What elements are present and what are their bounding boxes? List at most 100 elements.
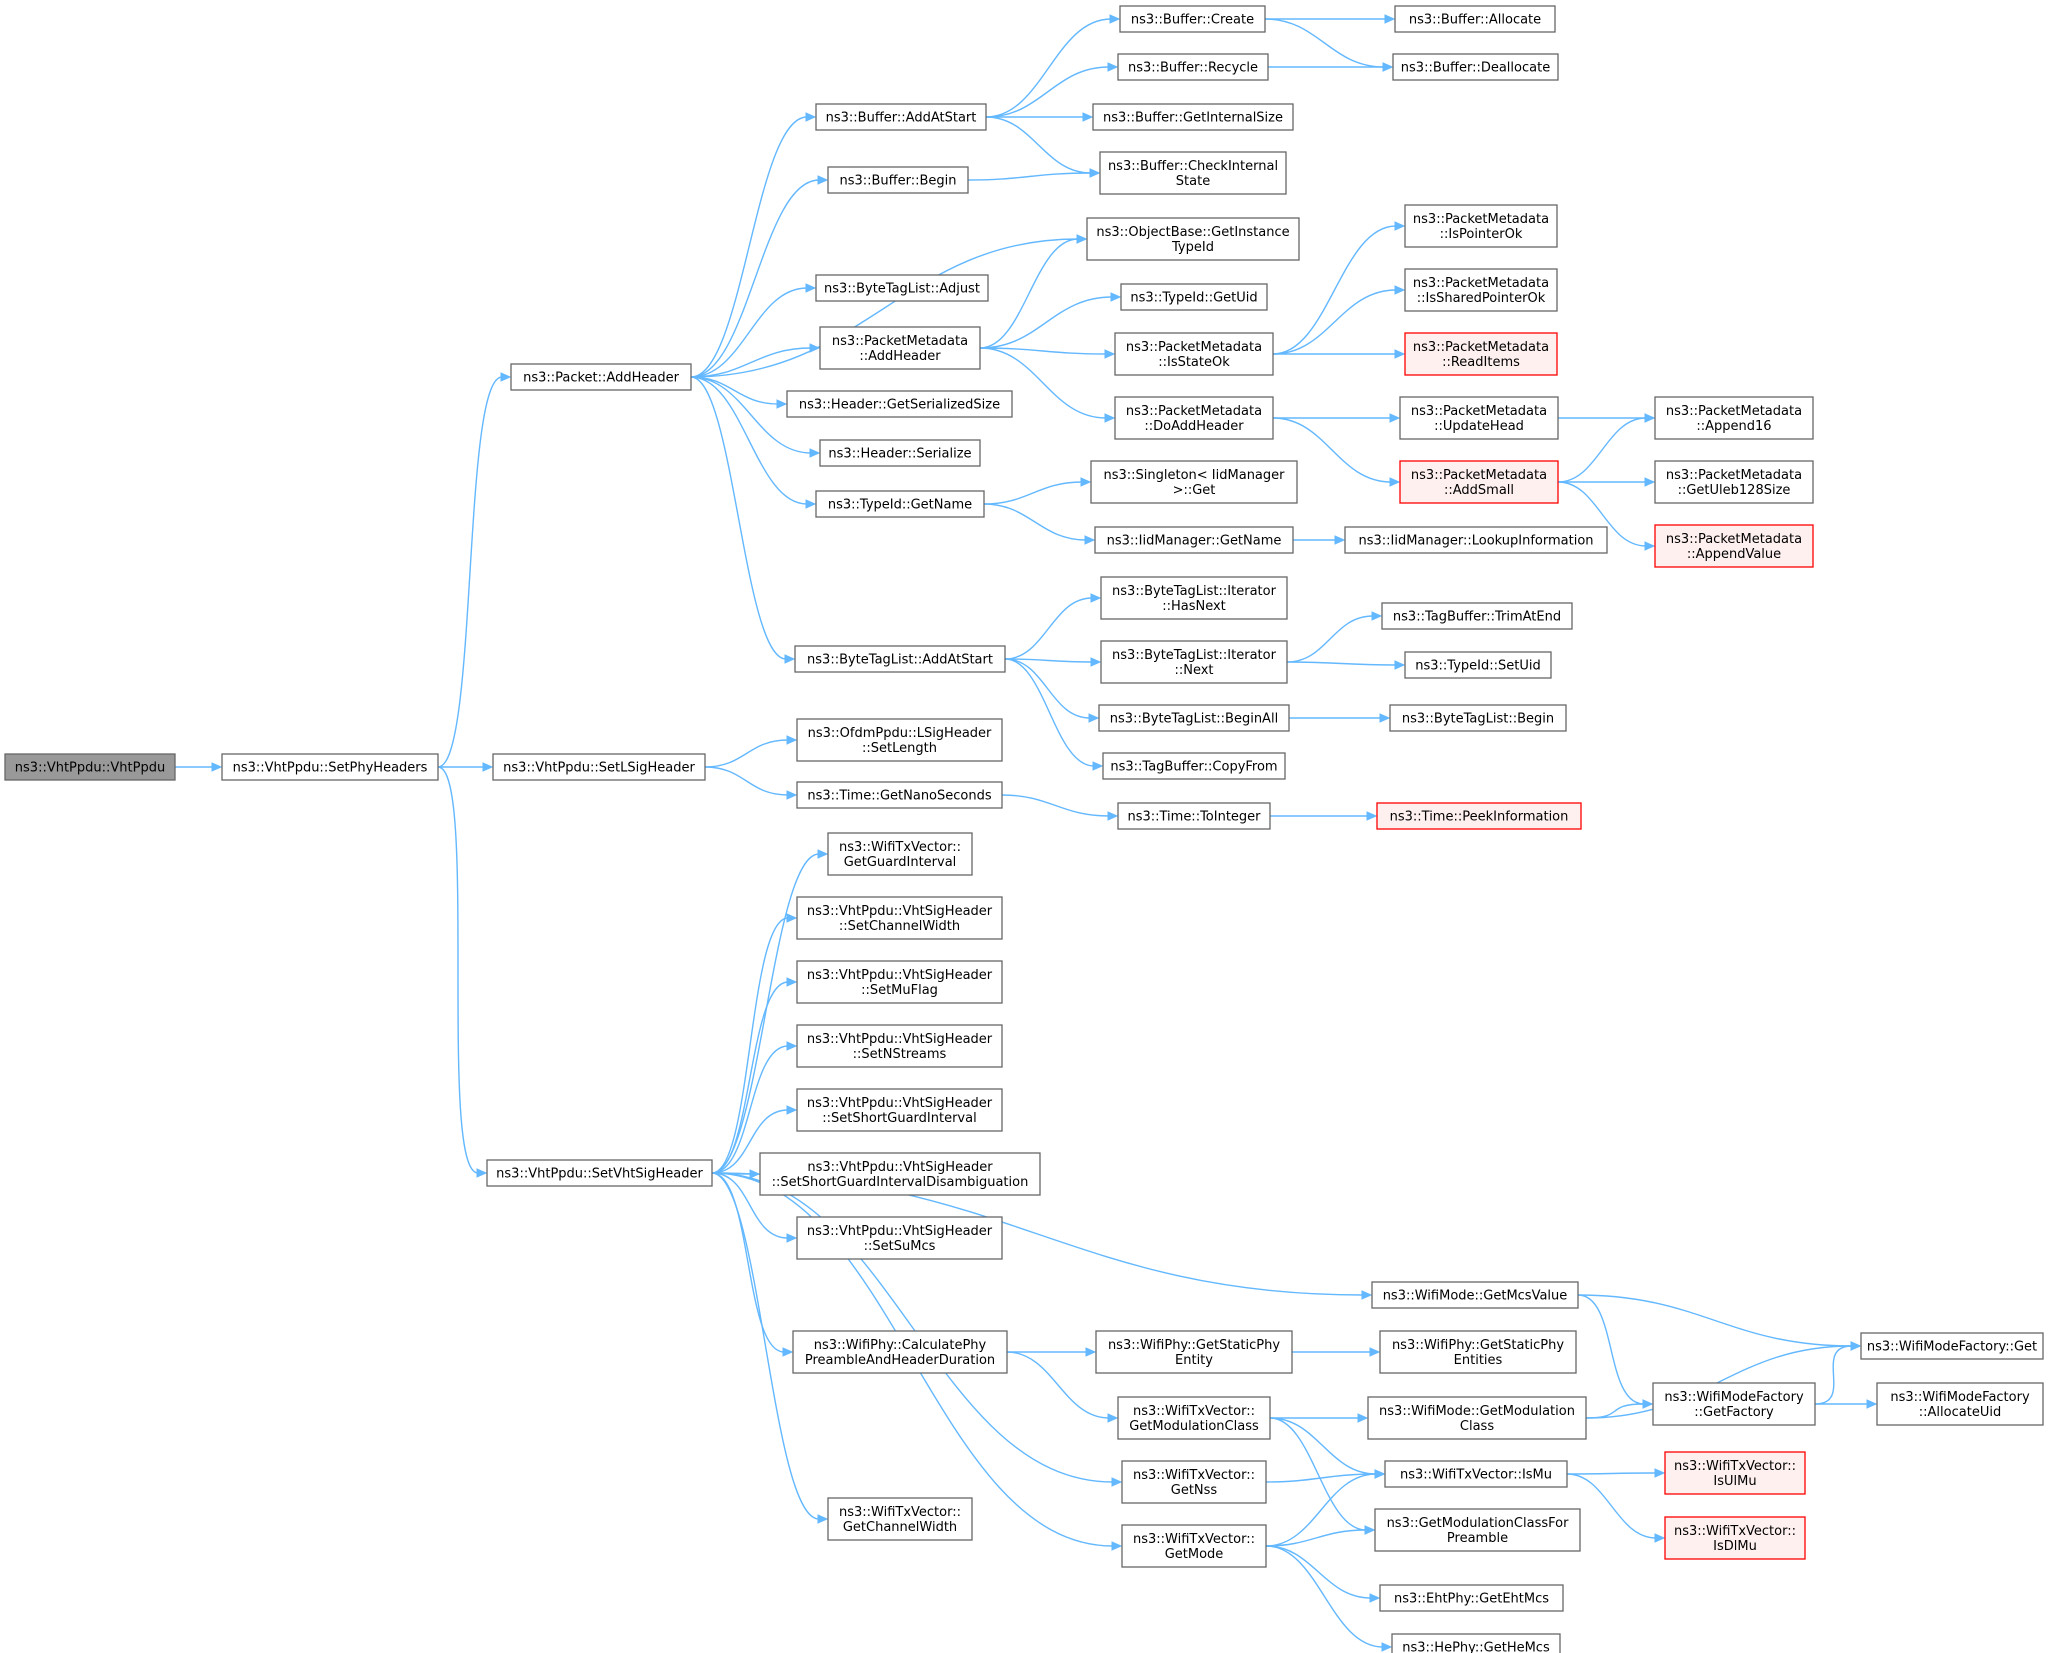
function-node-singleton_get[interactable]: ns3::Singleton< IidManager>::Get <box>1090 460 1298 504</box>
function-node-time_tointeger[interactable]: ns3::Time::ToInteger <box>1117 802 1271 830</box>
function-node-wmf_allocateuid[interactable]: ns3::WifiModeFactory::AllocateUid <box>1876 1382 2044 1426</box>
function-node-btl_it_next[interactable]: ns3::ByteTagList::Iterator::Next <box>1100 640 1288 684</box>
function-node-pm_updatehead[interactable]: ns3::PacketMetadata::UpdateHead <box>1399 396 1559 440</box>
function-node-wtx_getmodclass[interactable]: ns3::WifiTxVector::GetModulationClass <box>1117 1396 1271 1440</box>
function-node-pm_doaddheader[interactable]: ns3::PacketMetadata::DoAddHeader <box>1114 396 1274 440</box>
function-node-buf_recycle[interactable]: ns3::Buffer::Recycle <box>1117 53 1269 81</box>
function-node-tid_getuid[interactable]: ns3::TypeId::GetUid <box>1120 283 1268 311</box>
function-node-pm_appendvalue[interactable]: ns3::PacketMetadata::AppendValue <box>1654 524 1814 568</box>
call-edge-setvhtsig-to-vsig_setsgi <box>711 1109 789 1174</box>
call-edge-pm_addheader-to-ob_getinstance <box>979 238 1079 349</box>
function-node-vsig_setsgi[interactable]: ns3::VhtPpdu::VhtSigHeader::SetShortGuar… <box>796 1088 1003 1132</box>
function-node-iid_lookup[interactable]: ns3::IidManager::LookupInformation <box>1344 526 1608 554</box>
function-node-tb_copyfrom[interactable]: ns3::TagBuffer::CopyFrom <box>1102 752 1286 780</box>
function-node-pm_addsmall[interactable]: ns3::PacketMetadata::AddSmall <box>1399 460 1559 504</box>
function-node-wtx_getmode[interactable]: ns3::WifiTxVector::GetMode <box>1121 1524 1267 1568</box>
function-node-label: ns3::VhtPpdu::SetPhyHeaders <box>233 761 428 776</box>
function-node-buf_deallocate[interactable]: ns3::Buffer::Deallocate <box>1392 53 1559 81</box>
function-node-label: ns3::WifiTxVector:: <box>1133 1532 1255 1547</box>
function-node-wtx_getcw[interactable]: ns3::WifiTxVector::GetChannelWidth <box>827 1497 973 1541</box>
call-edge-wmf_getfactory-to-wmf_get <box>1814 1345 1853 1405</box>
function-node-wphy_calc[interactable]: ns3::WifiPhy::CalculatePhyPreambleAndHea… <box>792 1330 1008 1374</box>
function-node-pm_getuleb[interactable]: ns3::PacketMetadata::GetUleb128Size <box>1654 460 1814 504</box>
function-node-buf_allocate[interactable]: ns3::Buffer::Allocate <box>1394 5 1556 33</box>
function-node-pm_ispointerok[interactable]: ns3::PacketMetadata::IsPointerOk <box>1404 204 1558 248</box>
function-node-buf_create[interactable]: ns3::Buffer::Create <box>1119 5 1266 33</box>
function-node-vsig_setmu[interactable]: ns3::VhtPpdu::VhtSigHeader::SetMuFlag <box>796 960 1003 1004</box>
function-node-vsig_setsumcs[interactable]: ns3::VhtPpdu::VhtSigHeader::SetSuMcs <box>796 1216 1003 1260</box>
function-node-label: ::SetSuMcs <box>864 1239 936 1254</box>
function-node-iid_getname[interactable]: ns3::IidManager::GetName <box>1094 526 1294 554</box>
function-node-root[interactable]: ns3::VhtPpdu::VhtPpdu <box>4 753 176 781</box>
function-node-pm_readitems[interactable]: ns3::PacketMetadata::ReadItems <box>1404 332 1558 376</box>
call-edge-btl_addatstart-to-btl_it_next <box>1004 658 1093 663</box>
function-node-pm_isstateok[interactable]: ns3::PacketMetadata::IsStateOk <box>1114 332 1274 376</box>
call-edge-arrowhead <box>1379 713 1391 723</box>
function-node-btl_addatstart[interactable]: ns3::ByteTagList::AddAtStart <box>794 645 1006 673</box>
call-edge-arrowhead <box>1384 14 1396 24</box>
call-edge-arrowhead <box>1334 535 1346 545</box>
function-node-wtx_isdlmu[interactable]: ns3::WifiTxVector::IsDlMu <box>1664 1516 1806 1560</box>
function-node-tid_setuid[interactable]: ns3::TypeId::SetUid <box>1404 651 1552 679</box>
function-node-pm_append16[interactable]: ns3::PacketMetadata::Append16 <box>1654 396 1814 440</box>
function-node-buf_begin[interactable]: ns3::Buffer::Begin <box>827 166 969 194</box>
function-node-wmode_getmcs[interactable]: ns3::WifiMode::GetMcsValue <box>1371 1281 1579 1309</box>
function-node-wmf_get[interactable]: ns3::WifiModeFactory::Get <box>1860 1332 2044 1360</box>
function-node-setlsig[interactable]: ns3::VhtPpdu::SetLSigHeader <box>492 753 706 781</box>
call-edge-arrowhead <box>1085 1347 1097 1357</box>
function-node-box <box>1384 1460 1568 1488</box>
function-node-btl_beginall[interactable]: ns3::ByteTagList::BeginAll <box>1098 704 1290 732</box>
function-node-wtx_ismu[interactable]: ns3::WifiTxVector::IsMu <box>1384 1460 1568 1488</box>
function-node-buf_addatstart[interactable]: ns3::Buffer::AddAtStart <box>815 103 987 131</box>
function-node-time_peekinfo[interactable]: ns3::Time::PeekInformation <box>1376 802 1582 830</box>
function-node-time_getnano[interactable]: ns3::Time::GetNanoSeconds <box>796 781 1003 809</box>
function-node-vsig_setns[interactable]: ns3::VhtPpdu::VhtSigHeader::SetNStreams <box>796 1024 1003 1068</box>
call-edge-arrowhead <box>1361 1290 1373 1300</box>
function-node-label: ns3::VhtPpdu::SetVhtSigHeader <box>496 1167 703 1182</box>
function-node-pm_addheader[interactable]: ns3::PacketMetadata::AddHeader <box>819 326 981 370</box>
function-node-hephy_getmcs[interactable]: ns3::HePhy::GetHeMcs <box>1391 1633 1561 1653</box>
call-edge-arrowhead <box>1092 761 1104 771</box>
function-node-vsig_setsgid[interactable]: ns3::VhtPpdu::VhtSigHeader::SetShortGuar… <box>759 1152 1041 1196</box>
call-edge-pm_doaddheader-to-pm_addsmall <box>1272 417 1392 483</box>
function-node-wmode_getmodclass[interactable]: ns3::WifiMode::GetModulationClass <box>1367 1396 1587 1440</box>
function-node-wtx_isulmu[interactable]: ns3::WifiTxVector::IsUlMu <box>1664 1451 1806 1495</box>
function-node-hdr_getsize[interactable]: ns3::Header::GetSerializedSize <box>786 390 1013 418</box>
function-node-ehtphy_getmcs[interactable]: ns3::EhtPhy::GetEhtMcs <box>1379 1584 1564 1612</box>
function-node-vsig_setcw[interactable]: ns3::VhtPpdu::VhtSigHeader::SetChannelWi… <box>796 896 1003 940</box>
call-edge-arrowhead <box>805 499 817 509</box>
call-edge-pm_addheader-to-pm_isstateok <box>979 347 1107 355</box>
function-node-box <box>1099 151 1287 195</box>
function-node-box <box>1121 1460 1267 1504</box>
function-node-buf_getinternal[interactable]: ns3::Buffer::GetInternalSize <box>1092 103 1294 131</box>
call-edge-buf_create-to-buf_deallocate <box>1264 18 1385 68</box>
function-node-tb_trimatend[interactable]: ns3::TagBuffer::TrimAtEnd <box>1381 602 1573 630</box>
call-edge-arrowhead <box>1644 541 1656 551</box>
function-node-hdr_serialize[interactable]: ns3::Header::Serialize <box>819 439 981 467</box>
function-node-wtx_getgi[interactable]: ns3::WifiTxVector::GetGuardInterval <box>827 832 973 876</box>
function-node-wtx_getnss[interactable]: ns3::WifiTxVector::GetNss <box>1121 1460 1267 1504</box>
call-edge-arrowhead <box>786 913 798 923</box>
function-node-label: ns3::ByteTagList::BeginAll <box>1110 712 1278 727</box>
function-node-btl_it_hasnext[interactable]: ns3::ByteTagList::Iterator::HasNext <box>1100 576 1288 620</box>
function-node-wmf_getfactory[interactable]: ns3::WifiModeFactory::GetFactory <box>1652 1382 1816 1426</box>
function-node-setvhtsig[interactable]: ns3::VhtPpdu::SetVhtSigHeader <box>486 1159 713 1187</box>
function-node-pm_issharedok[interactable]: ns3::PacketMetadata::IsSharedPointerOk <box>1404 268 1558 312</box>
function-node-label: ns3::PacketMetadata <box>1411 404 1547 419</box>
function-node-tid_getname[interactable]: ns3::TypeId::GetName <box>815 490 985 518</box>
function-node-label: ns3::WifiTxVector:: <box>1674 1459 1796 1474</box>
function-node-lsig_setlength[interactable]: ns3::OfdmPpdu::LSigHeader::SetLength <box>796 718 1003 762</box>
function-node-label: Preamble <box>1447 1531 1508 1546</box>
function-node-btl_begin[interactable]: ns3::ByteTagList::Begin <box>1389 704 1567 732</box>
function-node-label: ns3::Time::GetNanoSeconds <box>807 789 992 804</box>
function-node-box <box>827 832 973 876</box>
function-node-addheader[interactable]: ns3::Packet::AddHeader <box>510 363 692 391</box>
function-node-setphy[interactable]: ns3::VhtPpdu::SetPhyHeaders <box>221 753 439 781</box>
call-edge-btl_addatstart-to-btl_it_hasnext <box>1004 597 1093 660</box>
function-node-btl_adjust[interactable]: ns3::ByteTagList::Adjust <box>815 274 989 302</box>
